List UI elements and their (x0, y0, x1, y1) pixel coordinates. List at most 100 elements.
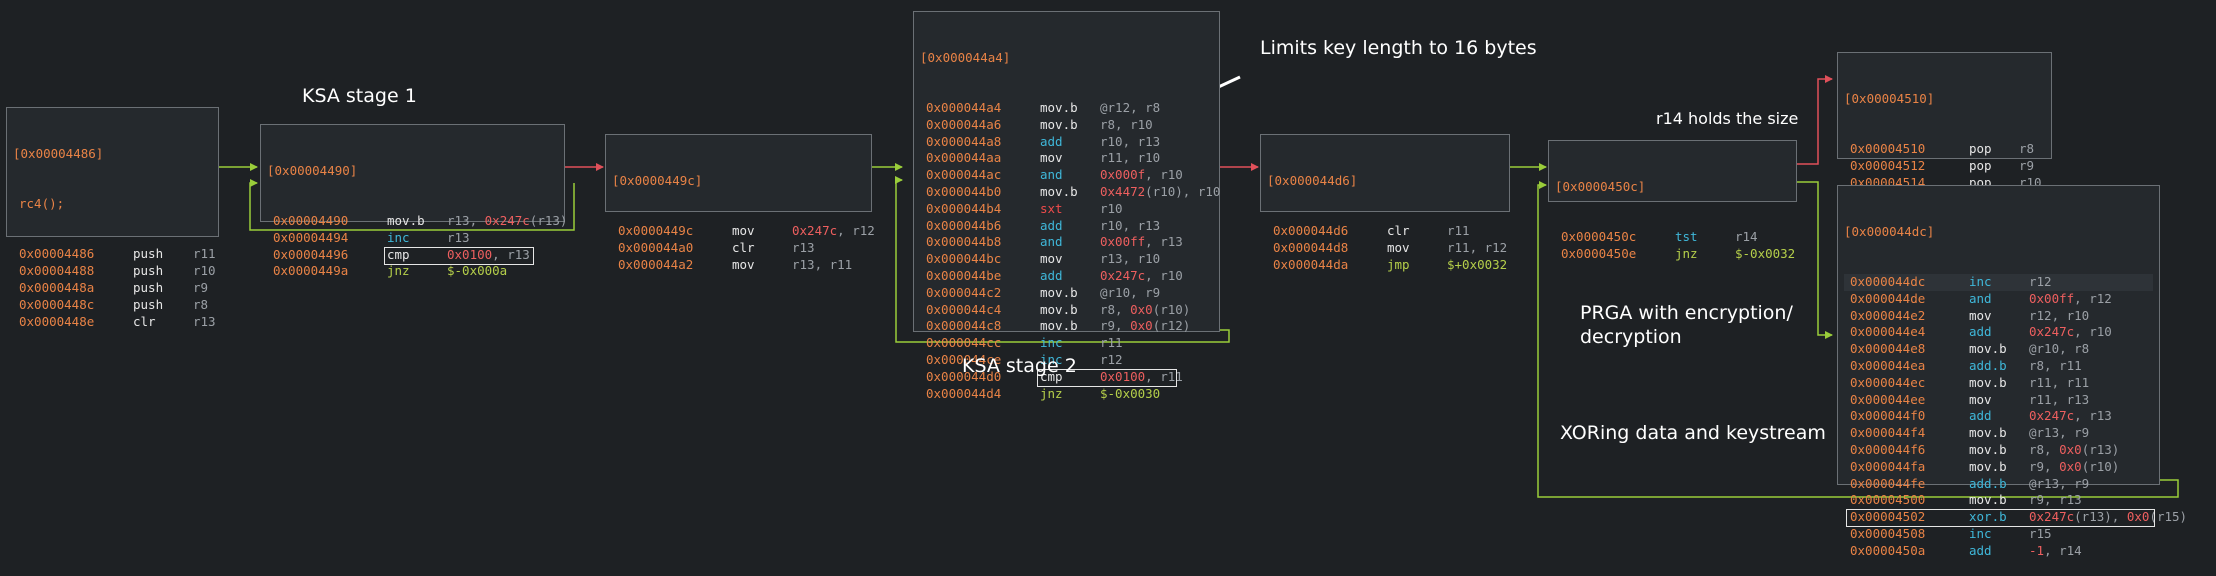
instruction-mnemonic: jmp (1387, 256, 1410, 272)
instruction-operands: @r10, r9 (1100, 284, 1161, 300)
instruction-mnemonic: mov (1969, 307, 1992, 323)
instruction-mnemonic: add.b (1969, 357, 2007, 373)
instruction-operands: r11, r12 (1447, 239, 1508, 255)
instruction-operands: r15 (2029, 525, 2052, 541)
instruction-mnemonic: jnz (1675, 245, 1698, 261)
instruction-operands: r10 (1100, 200, 1123, 216)
instruction-operands: r13, r11 (792, 256, 853, 272)
instruction-operands: $+0x0032 (1447, 256, 1508, 272)
instruction-mnemonic: mov.b (1969, 441, 2007, 457)
annotation-ksa-stage-2: KSA stage 2 (962, 355, 1077, 377)
instruction-operands: r10, r13 (1100, 217, 1161, 233)
instruction-operands: r10 (193, 263, 216, 279)
instruction-mnemonic: mov.b (1969, 492, 2007, 508)
instruction-operands: r11 (1100, 335, 1123, 351)
instruction-mnemonic: mov.b (1040, 318, 1078, 334)
instruction-operands: r9, r13 (2029, 492, 2082, 508)
instruction-row[interactable]: 0x000044b6 add r10, r13 (920, 218, 1213, 235)
instruction-operands: r13 (792, 239, 815, 255)
instruction-mnemonic: add (1040, 217, 1063, 233)
instruction-mnemonic: inc (1969, 525, 1992, 541)
block-header: [0x0000449c] (612, 172, 703, 188)
instruction-operands: 0x00ff, r13 (1100, 234, 1183, 250)
instruction-operands: 0x247c, r10 (1100, 267, 1183, 283)
instruction-operands: r8 (2019, 140, 2035, 156)
instruction-mnemonic: push (133, 279, 164, 295)
instruction-address: 0x0000448e (19, 313, 95, 329)
instruction-address: 0x000044ce (926, 351, 1002, 367)
instruction-mnemonic: tst (1675, 228, 1698, 244)
instruction-mnemonic: add (1969, 542, 1992, 558)
instruction-mnemonic: cmp (1040, 368, 1063, 384)
instruction-mnemonic: pop (1969, 157, 1992, 173)
instruction-address: 0x000044b6 (926, 217, 1002, 233)
instruction-mnemonic: add.b (1969, 475, 2007, 491)
instruction-address: 0x000044e2 (1850, 307, 1926, 323)
instruction-operands: @r13, r9 (2029, 475, 2090, 491)
instruction-mnemonic: and (1969, 290, 1992, 306)
instruction-operands: @r10, r8 (2029, 341, 2090, 357)
edge-n8-loop (1537, 181, 2179, 498)
